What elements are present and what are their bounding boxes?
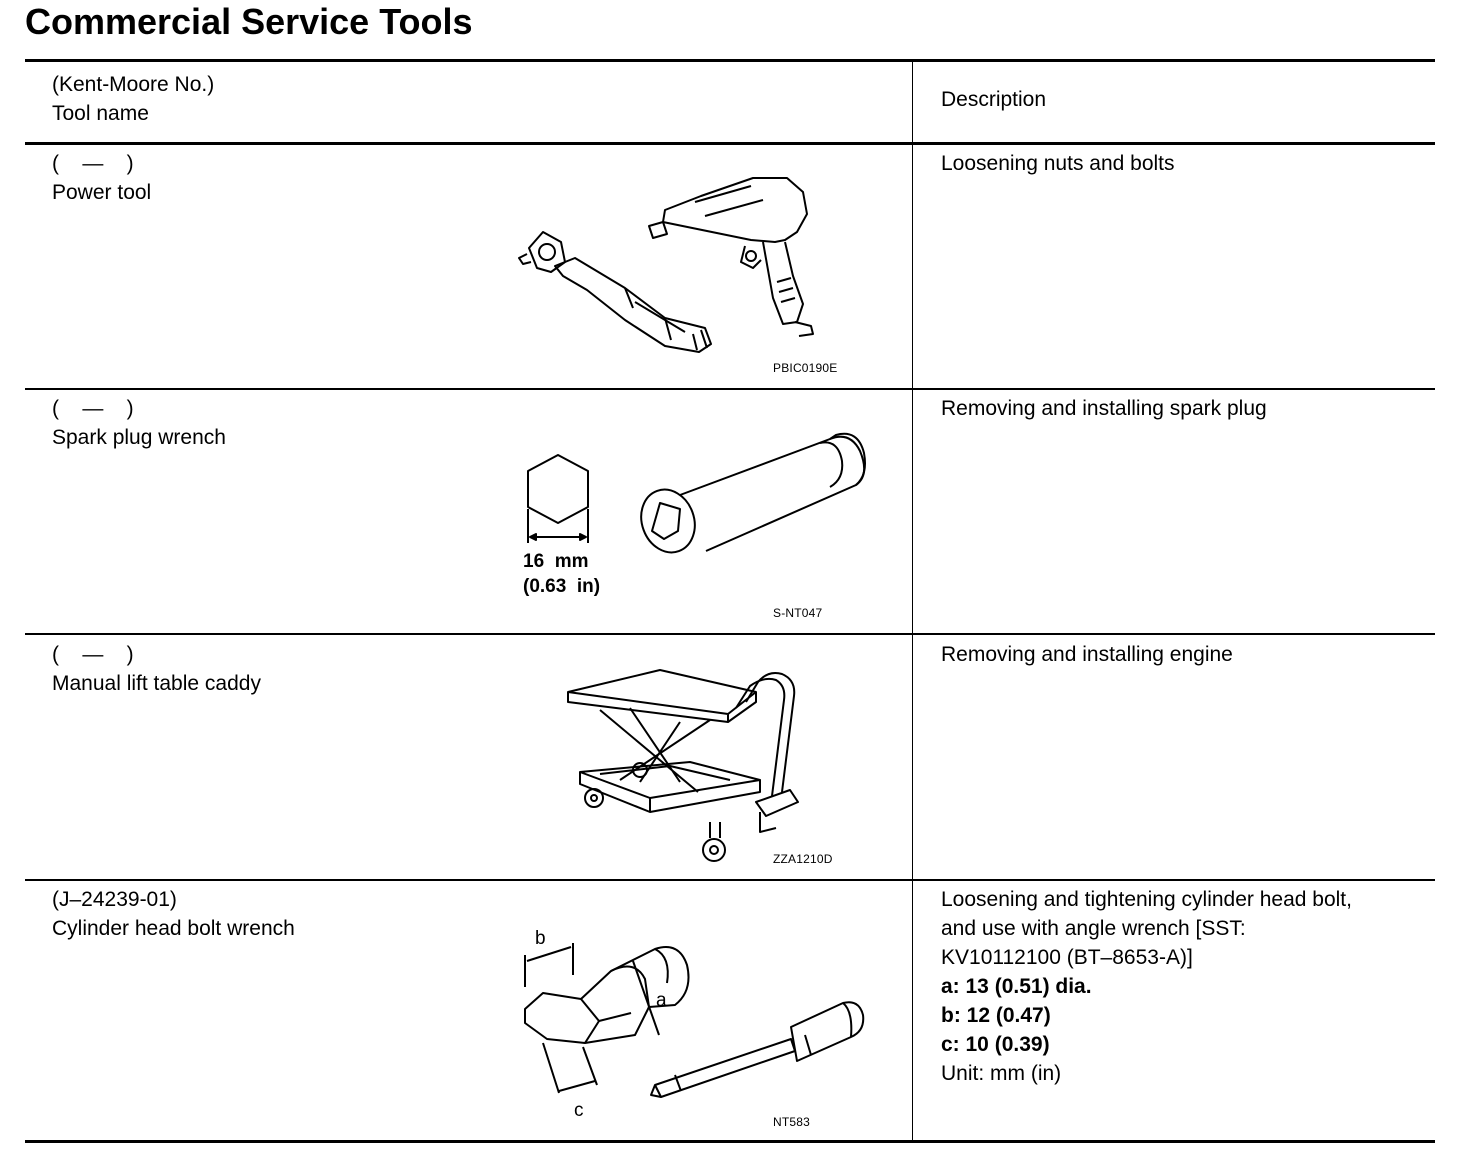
hexagon-icon: [527, 454, 589, 543]
column-divider: [912, 62, 913, 1140]
table-row-2-tool: ( — ) Spark plug wrench: [52, 394, 226, 452]
socket-icon: [640, 432, 866, 554]
table-row-1-description: Loosening nuts and bolts: [941, 152, 1175, 175]
dimension-label-b: b: [535, 928, 546, 949]
dimension-label-a: a: [656, 990, 667, 1011]
header-bottom-rule: [25, 142, 1435, 145]
table-row-3-tool: ( — ) Manual lift table caddy: [52, 640, 261, 698]
tool-name: Power tool: [52, 181, 152, 204]
lift-table-caddy-illustration: [567, 669, 799, 862]
spec-c: c: 10 (0.39): [941, 1033, 1050, 1056]
tool-name: Cylinder head bolt wrench: [52, 917, 295, 940]
kent-moore-number: ( — ): [52, 152, 134, 175]
spec-b: b: 12 (0.47): [941, 1004, 1051, 1027]
page-title: Commercial Service Tools: [25, 1, 473, 42]
kent-moore-number: (J–24239-01): [52, 888, 177, 911]
figure-id-row-2: S-NT047: [773, 606, 823, 620]
kent-moore-number: ( — ): [52, 397, 134, 420]
spark-plug-dimension-in: (0.63 in): [523, 576, 601, 597]
table-row-1-tool: ( — ) Power tool: [52, 149, 151, 207]
impact-wrench-icon: [648, 177, 814, 337]
header-description-label: Description: [941, 88, 1047, 111]
table-row-4-tool: (J–24239-01) Cylinder head bolt wrench: [52, 885, 295, 943]
air-ratchet-icon: [518, 231, 712, 353]
description-line-1: Loosening and tightening cylinder head b…: [941, 888, 1352, 911]
row-divider-2: [25, 633, 1435, 635]
kent-moore-number: ( — ): [52, 643, 134, 666]
spark-plug-wrench-illustration: [527, 432, 866, 554]
spark-plug-dimension-mm: 16 mm: [523, 551, 589, 572]
table-row-4-description: Loosening and tightening cylinder head b…: [941, 885, 1421, 1088]
table-top-rule: [25, 59, 1435, 62]
figure-id-row-4: NT583: [773, 1115, 811, 1129]
description-line-2: and use with angle wrench [SST:: [941, 917, 1246, 940]
extension-bar-icon: [650, 1001, 865, 1098]
figure-id-row-1: PBIC0190E: [773, 361, 838, 375]
table-row-3-description: Removing and installing engine: [941, 643, 1233, 666]
table-row-2-description: Removing and installing spark plug: [941, 397, 1267, 420]
hex-bit-icon: [524, 943, 690, 1094]
row-divider-1: [25, 388, 1435, 390]
power-tool-illustration: [518, 177, 814, 353]
row-divider-3: [25, 879, 1435, 881]
tool-name: Manual lift table caddy: [52, 672, 261, 695]
description-line-3: KV10112100 (BT–8653-A)]: [941, 946, 1193, 969]
header-tool-column: (Kent-Moore No.) Tool name: [52, 70, 214, 128]
header-tool-name-label: Tool name: [52, 102, 149, 125]
spec-a: a: 13 (0.51) dia.: [941, 975, 1092, 998]
table-bottom-rule: [25, 1140, 1435, 1143]
figure-id-row-3: ZZA1210D: [773, 852, 833, 866]
unit-label: Unit: mm (in): [941, 1062, 1062, 1085]
header-kent-moore-label: (Kent-Moore No.): [52, 73, 215, 96]
dimension-label-c: c: [574, 1100, 584, 1121]
tool-name: Spark plug wrench: [52, 426, 226, 449]
cylinder-head-bolt-wrench-illustration: [524, 943, 865, 1098]
